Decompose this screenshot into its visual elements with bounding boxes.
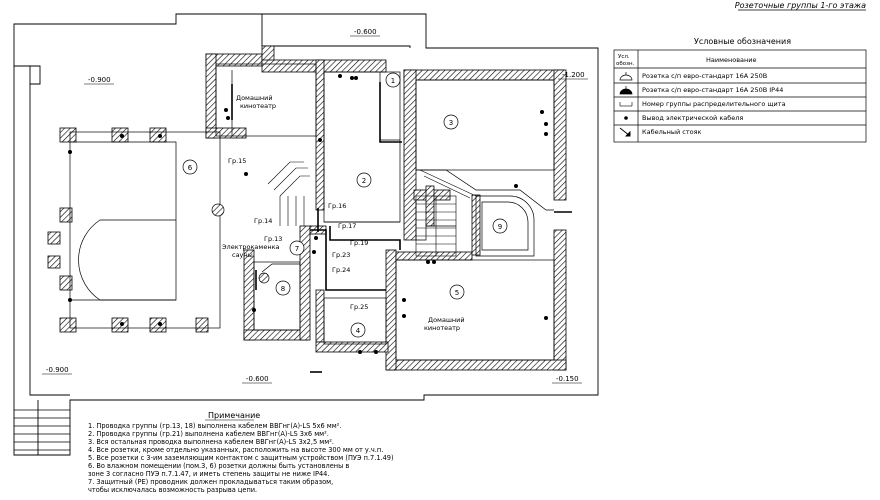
level-mark: -0.600 [246,375,269,383]
level-mark: -0.900 [88,76,111,84]
note-line: 6. Во влажном помещении (пом.3, 6) розет… [88,462,349,470]
group-label: Гр.16 [328,202,346,210]
note-line: 2. Проводка группы (гр.21) выполнена каб… [88,430,329,438]
room-number: 4 [356,327,361,335]
room-number: 3 [449,119,453,127]
notes-title: Примечание [208,411,260,420]
level-mark: -0.150 [556,375,579,383]
note-line: зоне 3 согласно ПУЭ п.7.1.47, и иметь ст… [88,470,329,478]
note-line: 4. Все розетки, кроме отдельно указанных… [88,446,383,454]
legend-item-label: Номер группы распределительного щита [642,100,786,108]
socket-ip44-icon [619,86,633,95]
room-number: 1 [391,77,395,85]
cable-riser-icon [619,127,631,137]
room-number: 2 [362,177,366,185]
walls [47,45,567,371]
socket-icon [619,72,633,81]
group-labels: Гр.13 Гр.14 Гр.15 Гр.16 Гр.17 Гр.19 Гр.2… [228,157,368,311]
level-mark: -0.600 [354,28,377,36]
legend-item-label: Розетка с/п евро-стандарт 16А 250В IP44 [642,86,783,94]
note-line: 1. Проводка группы (гр.13, 18) выполнена… [88,422,341,430]
group-label: Гр.14 [254,217,272,225]
room-number: 6 [188,164,193,172]
room-number: 7 [295,245,299,253]
notes-block: Примечание 1. Проводка группы (гр.13, 18… [88,411,394,494]
room-numbers [182,72,508,338]
note-line: 5. Все розетки с 3-им заземляющим контак… [88,454,394,462]
legend: Условные обозначения Усл.обозн. Наименов… [613,37,867,143]
legend-item-label: Вывод электрической кабеля [642,114,743,122]
group-label: Гр.23 [332,251,350,259]
group-label: Гр.19 [350,239,368,247]
note-line: 3. Вся остальная проводка выполнена кабе… [88,438,334,446]
cable-routes [231,82,572,373]
legend-col-symbol: Усл.обозн. [616,54,635,67]
note-line: 7. Защитный (PE) проводник должен прокла… [88,478,333,486]
legend-item-label: Кабельный стояк [642,128,702,136]
legend-col-name: Наименование [706,56,757,64]
terrace-outline [13,13,599,456]
note-line: чтобы исключалась возможность разрыва це… [88,486,257,494]
legend-item-label: Розетка с/п евро-стандарт 16А 250В [642,72,767,80]
interior-lines [69,63,555,361]
group-label: Гр.25 [350,303,368,311]
level-marks: -0.600 -1.200 -0.900 -0.900 -0.600 -0.15… [42,28,588,384]
group-label: Гр.13 [264,235,282,243]
stairs-right [415,169,477,257]
external-stair [14,409,70,451]
column-circles [211,203,270,284]
legend-title: Условные обозначения [694,37,791,46]
level-mark: -0.900 [46,366,69,374]
group-label: Гр.24 [332,266,350,274]
group-number-icon [619,102,633,107]
room-number: 9 [498,223,502,231]
stairs-center [267,161,310,226]
sheet-title: Розеточные группы 1-го этажа [735,1,866,10]
room-number-labels: 1 2 3 4 5 6 7 8 9 [188,77,502,335]
group-label: Гр.15 [228,157,246,165]
level-mark: -1.200 [562,71,585,79]
room-number: 5 [455,289,459,297]
cable-outlet-icon [624,116,628,120]
group-label: Гр.17 [338,222,356,230]
socket-markers [68,74,548,354]
room-number: 8 [281,285,285,293]
